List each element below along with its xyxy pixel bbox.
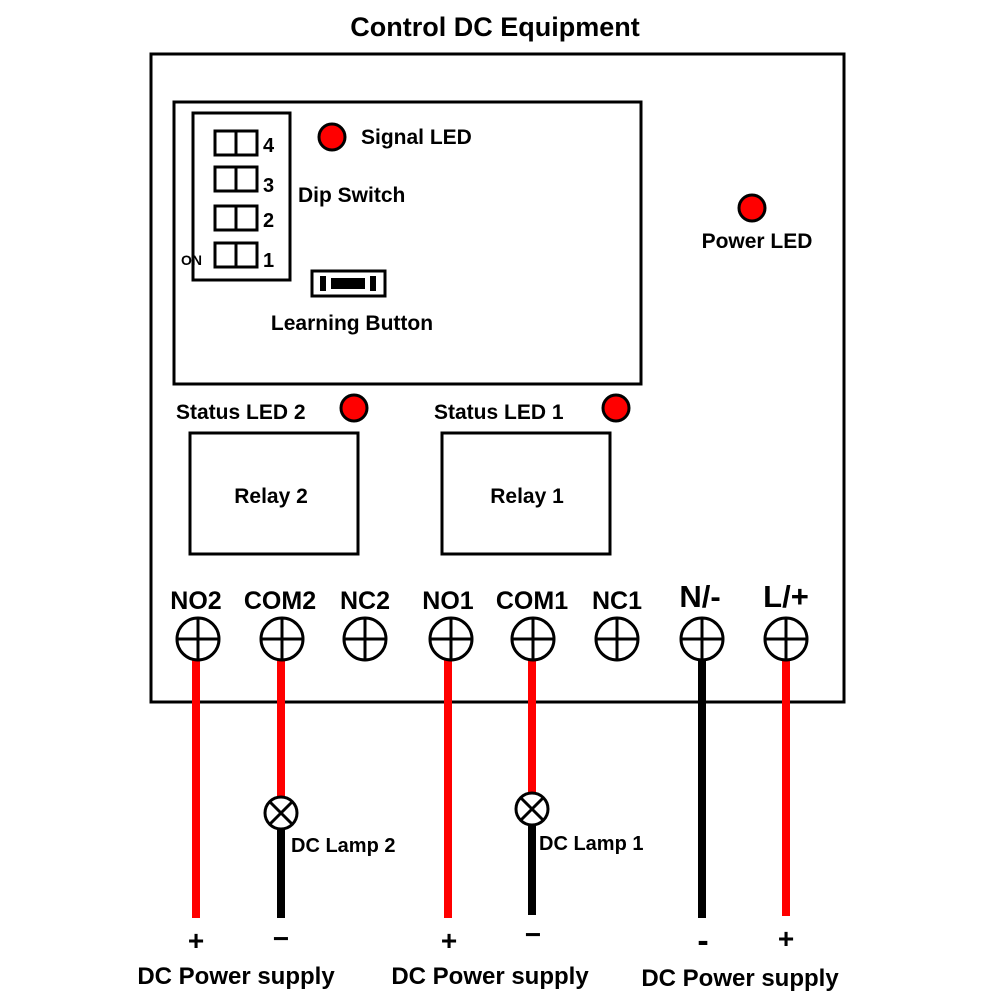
polarity-plus-1: + [188,925,204,956]
learning-button [310,269,387,298]
terminal-nc1 [594,616,640,662]
polarity-plus-3: + [778,923,794,954]
signal-led [317,122,347,152]
lamp-1-icon [514,791,550,827]
terminal-label-nc2: NC2 [340,587,390,615]
power-led-label: Power LED [702,230,813,253]
polarity-minus-1: − [273,923,289,954]
relay-2-box [188,431,360,556]
status-led-2-label: Status LED 2 [176,401,306,424]
dip-number-2: 2 [263,210,274,232]
relay-1-label: Relay 1 [490,485,564,508]
terminal-label-com2: COM2 [244,587,316,615]
status-led-2 [339,393,369,423]
terminal-label-n: N/- [679,579,720,614]
dip-number-3: 3 [263,175,274,197]
power-supply-label-1: DC Power supply [137,963,335,990]
terminal-label-nc1: NC1 [592,587,642,615]
power-supply-label-2: DC Power supply [391,963,589,990]
dip-switch-frame [191,111,292,282]
dip-switch: 4 3 2 1 ON [181,111,292,282]
dip-switch-label: Dip Switch [298,184,405,207]
terminal-com1 [510,616,556,662]
terminal-label-com1: COM1 [496,587,568,615]
relay-2-label: Relay 2 [234,485,308,508]
dip-number-4: 4 [263,135,275,157]
terminal-label-no2: NO2 [170,587,221,615]
status-led-1 [601,393,631,423]
terminal-label-no1: NO1 [422,587,474,615]
terminal-no1 [428,616,474,662]
terminal-label-l: L/+ [763,579,809,614]
relay-1-box [440,431,612,556]
dip-number-1: 1 [263,250,274,272]
polarity-plus-2: + [441,925,457,956]
diagram-title: Control DC Equipment [350,12,639,42]
terminal-n [679,616,725,662]
terminal-no2 [175,616,221,662]
power-supply-label-3: DC Power supply [641,965,839,992]
lamp-2-label: DC Lamp 2 [291,835,395,857]
power-led [737,193,767,223]
terminal-nc2 [342,616,388,662]
dip-on-label: ON [181,252,202,268]
learning-button-label: Learning Button [271,312,433,335]
status-led-1-label: Status LED 1 [434,401,564,424]
lamp-2-icon [263,795,299,831]
signal-led-label: Signal LED [361,126,472,149]
polarity-minus-3: - [697,922,708,960]
equipment-box [149,52,846,704]
lamp-1-label: DC Lamp 1 [539,833,643,855]
terminal-screws [175,616,809,662]
terminal-l [763,616,809,662]
polarity-minus-2: − [525,919,541,950]
terminal-com2 [259,616,305,662]
control-panel [172,100,643,386]
